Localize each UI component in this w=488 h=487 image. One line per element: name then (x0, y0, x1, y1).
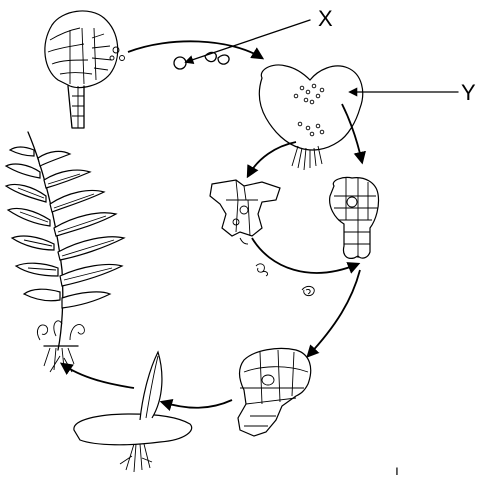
young-sporophyte (74, 352, 192, 472)
embryo (238, 348, 311, 436)
label-x: X (318, 6, 333, 32)
arrow-to-embryo (308, 270, 360, 356)
antheridium (210, 180, 314, 296)
mature-fern (6, 132, 124, 372)
arrow-sperm-to-archegonium (252, 238, 358, 273)
archegonium (330, 177, 379, 258)
arrow-to-mature-fern (62, 364, 134, 388)
sporangium (45, 11, 125, 128)
label-y: Y (461, 80, 476, 106)
arrow-spores-to-prothallus (128, 41, 262, 58)
tick-mark: ı (395, 462, 399, 478)
spores (174, 52, 229, 69)
arrow-to-antheridium (248, 142, 296, 176)
arrow-to-young-sporophyte (162, 400, 232, 408)
